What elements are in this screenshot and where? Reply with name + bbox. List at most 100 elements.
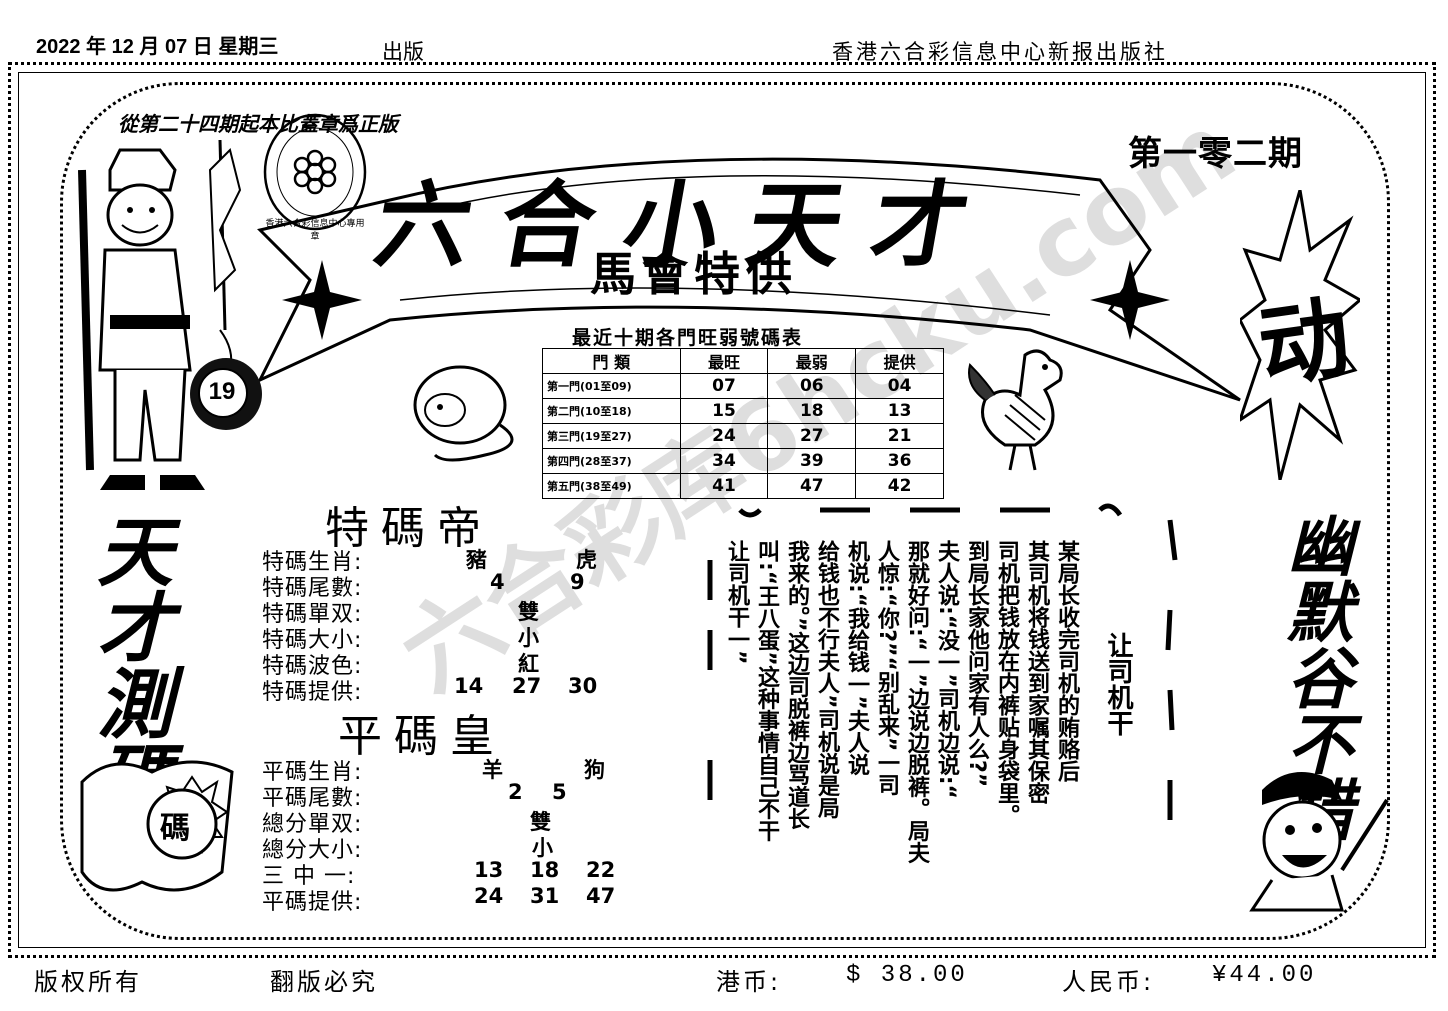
- story-column: 其司机将钱送到家嘱其保密: [1024, 540, 1049, 804]
- normal-three-2: 18: [530, 858, 560, 882]
- special-number-1: 14: [454, 674, 484, 698]
- table-cell-give: 36: [855, 448, 944, 474]
- story-column: 机说:“我给钱一”夫人说: [844, 540, 869, 776]
- table-cell-max: 24: [679, 423, 769, 449]
- number-table: 門 類 最旺 最弱 提供 第一門(01至09) 07 06 04 第二門(10至…: [542, 348, 944, 499]
- title-subtitle: 馬會特供: [590, 247, 798, 301]
- special-odd-even: 雙: [518, 600, 539, 624]
- normal-three-3: 22: [586, 858, 616, 882]
- normal-number-2: 31: [530, 884, 560, 908]
- table-cell-give: 21: [855, 423, 944, 449]
- table-header-row: 門 類 最旺 最弱 提供: [542, 348, 944, 374]
- story-column: 某局长收完司机的贿赂后: [1054, 540, 1079, 782]
- hunter-cartoon: [78, 139, 242, 490]
- table-cell-door: 第一門(01至09): [542, 373, 681, 399]
- special-row-label: 特碼單双:: [262, 602, 363, 627]
- stamp-text: 香港六合彩信息中心專用章: [265, 219, 365, 242]
- special-number-2: 27: [512, 674, 542, 698]
- table-cell-max: 15: [679, 398, 769, 424]
- ball-number: 19: [208, 378, 236, 405]
- official-stamp: 香港六合彩信息中心專用章: [262, 112, 368, 242]
- story-column: 夫人说:“没一”司机边说:“: [934, 540, 959, 799]
- rooster-illustration: [968, 349, 1063, 471]
- story-column: 到局长家他问家有人么?”: [964, 540, 989, 788]
- pirate-cartoon: [1249, 772, 1389, 912]
- table-cell-give: 42: [855, 473, 944, 499]
- normal-heading: 平碼皇: [338, 711, 506, 762]
- normal-row-label: 平碼尾數:: [262, 786, 363, 811]
- special-row-label: 特碼大小:: [262, 628, 363, 653]
- special-row-label: 特碼提供:: [262, 680, 363, 705]
- title-banner: [256, 157, 1241, 402]
- normal-number-1: 24: [474, 884, 504, 908]
- footer-no-copy: 翻版必究: [270, 968, 378, 996]
- footer-rmb-value: ¥44.00: [1212, 962, 1317, 989]
- compass-star-left: [282, 260, 362, 340]
- normal-three-1: 13: [474, 858, 504, 882]
- normal-size: 小: [532, 836, 553, 860]
- special-size: 小: [518, 626, 539, 650]
- special-tail-2: 9: [570, 570, 585, 594]
- table-cell-door: 第五門(38至49): [542, 473, 681, 499]
- normal-odd-even: 雙: [530, 810, 551, 834]
- normal-zodiac-2: 狗: [584, 758, 605, 782]
- table-cell-min: 27: [767, 423, 857, 449]
- table-title: 最近十期各門旺弱號碼表: [572, 327, 804, 349]
- special-tail-1: 4: [490, 570, 505, 594]
- footer-hkd-label: 港币:: [716, 968, 782, 996]
- rat-illustration: [413, 365, 514, 462]
- footer-rmb-label: 人民币:: [1062, 968, 1155, 996]
- ball-badge: 19: [190, 358, 262, 430]
- story-frame-decor: [707, 503, 1178, 820]
- story-column: 给钱也不行夫人”司机说是局: [814, 540, 839, 819]
- table-cell-door: 第四門(28至37): [542, 448, 681, 474]
- coin-character: 碼: [160, 811, 190, 846]
- compass-star-right: [1090, 260, 1170, 340]
- normal-tail-2: 5: [552, 780, 567, 804]
- table-cell-min: 06: [767, 373, 857, 399]
- story-column: 司机把钱放在内裤贴身袋里。: [994, 540, 1019, 826]
- special-zodiac-2: 虎: [576, 548, 597, 572]
- middle-border: [18, 72, 1426, 948]
- date-line: 2022 年 12 月 07 日 星期三: [36, 36, 279, 58]
- story-column: 让司机干一”: [724, 540, 749, 665]
- table-row: 第三門(19至27) 24 27 21: [542, 423, 944, 449]
- story-final-column: 让司机干: [1103, 632, 1133, 736]
- inner-rounded-border: [60, 82, 1390, 940]
- normal-number-3: 47: [586, 884, 616, 908]
- normal-zodiac-1: 羊: [482, 758, 503, 782]
- table-row: 第二門(10至18) 15 18 13: [542, 398, 944, 424]
- story-column: 人惊:“你?”“别乱来”一司: [874, 540, 899, 796]
- footer-hkd-value: $ 38.00: [846, 962, 968, 989]
- burst-character: 动: [1252, 284, 1357, 402]
- issue-number: 第一零二期: [1128, 134, 1303, 174]
- special-heading: 特碼帝: [325, 503, 493, 554]
- table-header-door: 門 類: [542, 348, 681, 374]
- ball-number-circle: [198, 368, 248, 418]
- publisher-name: 香港六合彩信息中心新报出版社: [832, 40, 1168, 64]
- story-column: 那就好问:“一”边说边脱裤。局夫: [904, 540, 929, 864]
- table-header-max: 最旺: [679, 348, 769, 374]
- story-column: 我来的。”这边司脱裤边骂道长: [784, 540, 809, 830]
- special-row-label: 特碼尾數:: [262, 576, 363, 601]
- coin-badge: [80, 760, 234, 892]
- special-zodiac-1: 豬: [466, 548, 487, 572]
- normal-row-label: 平碼生肖:: [262, 760, 363, 785]
- footer-dotted-line: [8, 955, 1436, 958]
- publish-label: 出版: [382, 40, 424, 64]
- footer-rights: 版权所有: [34, 968, 142, 996]
- starburst: [1240, 190, 1360, 480]
- special-number-3: 30: [568, 674, 598, 698]
- normal-row-label: 平碼提供:: [262, 890, 363, 915]
- table-cell-max: 41: [679, 473, 769, 499]
- special-color: 紅: [518, 652, 539, 676]
- table-row: 第五門(38至49) 41 47 42: [542, 473, 944, 499]
- special-row-label: 特碼波色:: [262, 654, 363, 679]
- story-column: 叫:“王八蛋”这种事情自己不干: [754, 540, 779, 842]
- table-header-give: 提供: [855, 348, 944, 374]
- normal-row-label: 總分單双:: [262, 812, 363, 837]
- table-cell-min: 47: [767, 473, 857, 499]
- special-row-label: 特碼生肖:: [262, 550, 363, 575]
- normal-row-label: 總分大小:: [262, 838, 363, 863]
- normal-row-label: 三 中 一:: [262, 864, 356, 889]
